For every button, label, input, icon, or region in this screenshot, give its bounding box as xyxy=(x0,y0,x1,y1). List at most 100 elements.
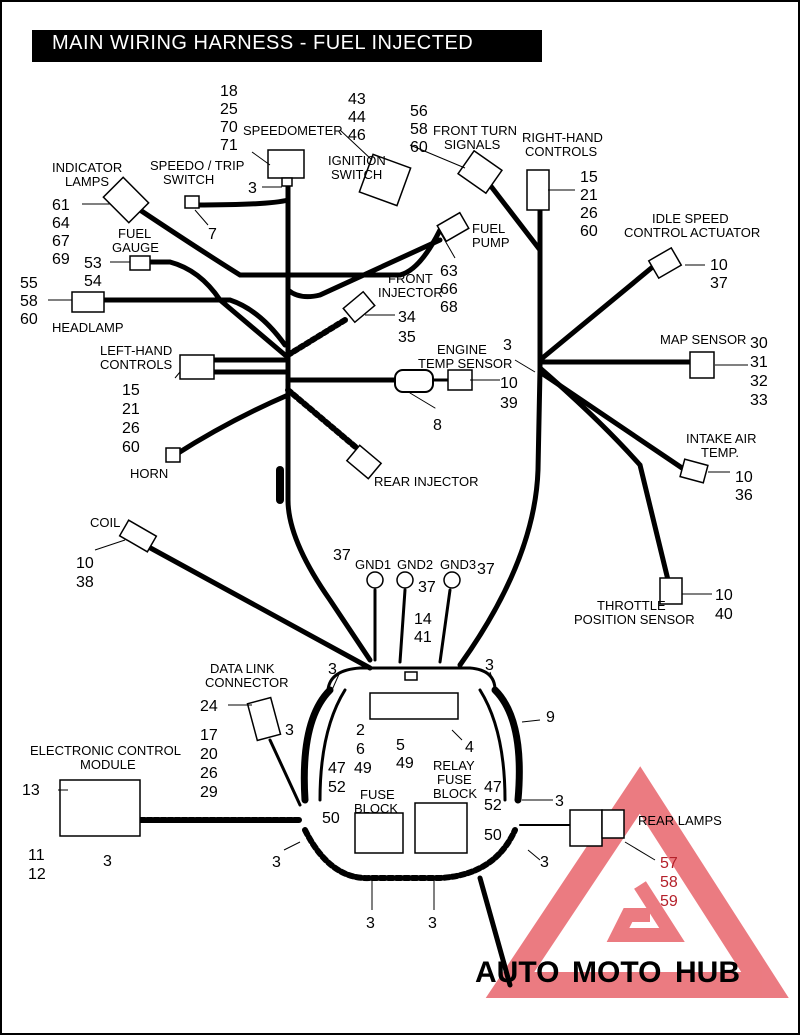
ref-part-5: 5 xyxy=(396,737,405,754)
watermark-text: AUTO MOTO HUB xyxy=(475,956,740,989)
watermark-hub: HUB xyxy=(675,956,740,989)
ref-part-3-a: 3 xyxy=(328,661,337,678)
speedometer-pin xyxy=(281,177,293,187)
ref-coil-0: 10 xyxy=(76,555,94,572)
ref-part-49-a: 49 xyxy=(354,760,372,777)
relay-fuse-block xyxy=(414,802,468,854)
label-front-turn-1: FRONT TURN xyxy=(433,123,517,138)
ref-data-link-1: 20 xyxy=(200,746,218,763)
ref-speedo-trip-7: 7 xyxy=(208,226,217,243)
ref-fuel-gauge-0: 53 xyxy=(84,255,102,272)
ref-part-3-h: 3 xyxy=(366,915,375,932)
label-gnd3: GND3 xyxy=(440,557,476,572)
ref-engine-temp-3: 3 xyxy=(503,337,512,354)
ref-coil-1: 38 xyxy=(76,574,94,591)
ref-gnd-37-c: 37 xyxy=(477,561,495,578)
ref-speedo-3: 71 xyxy=(220,137,238,154)
ref-fuel-pump-0: 63 xyxy=(440,263,458,280)
ref-left-hand-1: 21 xyxy=(122,401,140,418)
ref-part-49-b: 49 xyxy=(396,755,414,772)
indicator-connector xyxy=(102,176,150,224)
right-hand-connector xyxy=(526,169,550,211)
fuel-gauge-connector xyxy=(129,255,151,271)
label-fuse-block-2: BLOCK xyxy=(354,801,398,816)
ecm-module xyxy=(59,779,141,837)
ref-part-9: 9 xyxy=(546,709,555,726)
speedometer-connector xyxy=(267,149,305,179)
ref-speedo-2: 70 xyxy=(220,119,238,136)
ref-part-3-d: 3 xyxy=(555,793,564,810)
ref-gnd-37-b: 37 xyxy=(418,579,436,596)
label-front-turn-2: SIGNALS xyxy=(444,137,501,152)
label-right-hand-1: RIGHT-HAND xyxy=(522,130,603,145)
label-idle-speed-1: IDLE SPEED xyxy=(652,211,729,226)
ref-front-turn-2: 60 xyxy=(410,139,428,156)
engine-temp-connector xyxy=(447,369,473,391)
ref-throttle-0: 10 xyxy=(715,587,733,604)
ref-map-3: 33 xyxy=(750,392,768,409)
title-bar xyxy=(32,30,542,62)
horn-connector xyxy=(165,447,181,463)
ref-ignition-1: 44 xyxy=(348,109,366,126)
ref-engine-temp-0: 10 xyxy=(500,375,518,392)
label-data-link-2: CONNECTOR xyxy=(205,675,289,690)
ref-indicator-1: 64 xyxy=(52,215,70,232)
label-idle-speed-2: CONTROL ACTUATOR xyxy=(624,225,760,240)
label-fuel-pump-2: PUMP xyxy=(472,235,510,250)
ref-part-24: 24 xyxy=(200,698,218,715)
ref-ignition-0: 43 xyxy=(348,91,366,108)
ref-front-injector-1: 35 xyxy=(398,329,416,346)
ref-speedo-3b: 3 xyxy=(248,180,257,197)
label-coil: COIL xyxy=(90,515,120,530)
label-ignition-2: SWITCH xyxy=(331,167,382,182)
ref-speedo-1: 25 xyxy=(220,101,238,118)
ref-right-hand-1: 21 xyxy=(580,187,598,204)
ref-part-13: 13 xyxy=(22,782,40,799)
ref-part-4: 4 xyxy=(465,739,474,756)
rear-injector-connector xyxy=(345,444,383,480)
label-horn: HORN xyxy=(130,466,168,481)
ref-throttle-1: 40 xyxy=(715,606,733,623)
ref-map-0: 30 xyxy=(750,335,768,352)
ref-fuel-pump-2: 68 xyxy=(440,299,458,316)
label-speedo-trip-2: SWITCH xyxy=(163,172,214,187)
label-engine-temp-1: ENGINE xyxy=(437,342,487,357)
ref-rear-lamps-0: 57 xyxy=(660,855,678,872)
ref-relay-0: 47 xyxy=(484,779,502,796)
harness-wires xyxy=(102,177,693,988)
ref-headlamp-2: 60 xyxy=(20,311,38,328)
map-sensor-connector xyxy=(689,351,715,379)
ref-data-link-0: 17 xyxy=(200,727,218,744)
ref-left-hand-0: 15 xyxy=(122,382,140,399)
ref-part-3-c: 3 xyxy=(285,722,294,739)
ref-part-3-b: 3 xyxy=(485,657,494,674)
watermark-moto: MOTO xyxy=(572,956,661,989)
ref-data-link-3: 29 xyxy=(200,784,218,801)
ref-headlamp-1: 58 xyxy=(20,293,38,310)
connectors xyxy=(59,149,715,854)
label-engine-temp-2: TEMP SENSOR xyxy=(418,356,512,371)
front-turn-connector xyxy=(456,149,504,195)
label-ecm-1: ELECTRONIC CONTROL xyxy=(30,743,181,758)
ref-intake-0: 10 xyxy=(735,469,753,486)
front-injector-connector xyxy=(342,290,376,324)
ref-idle-0: 10 xyxy=(710,257,728,274)
label-gnd1: GND1 xyxy=(355,557,391,572)
label-speedo-trip-1: SPEEDO / TRIP xyxy=(150,158,244,173)
headlamp-connector xyxy=(71,291,105,313)
page-title: MAIN WIRING HARNESS - FUEL INJECTED xyxy=(52,32,474,54)
ref-front-turn-1: 58 xyxy=(410,121,428,138)
ref-rear-lamps-2: 59 xyxy=(660,893,678,910)
gnd1-ring xyxy=(366,571,384,589)
ref-front-turn-0: 56 xyxy=(410,103,428,120)
intake-air-connector xyxy=(679,458,709,484)
ref-engine-temp-1: 39 xyxy=(500,395,518,412)
ref-gnd-37-a: 37 xyxy=(333,547,351,564)
fuse-block xyxy=(354,812,404,854)
label-ignition-1: IGNITION xyxy=(328,153,386,168)
label-headlamp: HEADLAMP xyxy=(52,320,124,335)
left-hand-connector xyxy=(179,354,215,380)
ref-speedo-0: 18 xyxy=(220,83,238,100)
